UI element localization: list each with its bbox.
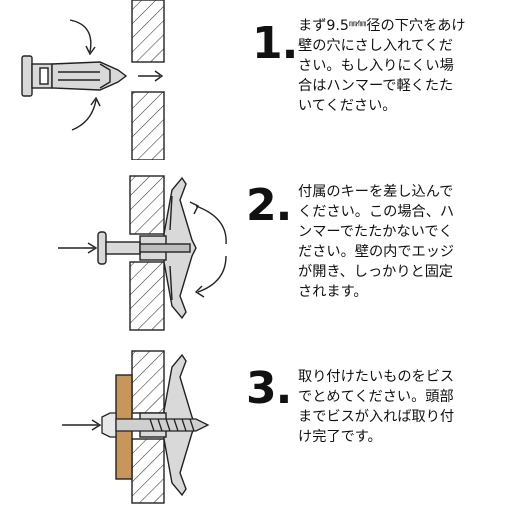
step-1-illustration xyxy=(21,0,165,160)
instruction-line: まず9.5 xyxy=(298,18,349,34)
instruction-line: ンマーでたたかないでく xyxy=(298,224,453,240)
wall-anchor xyxy=(21,55,128,97)
instruction-line: ださい。壁の内でエッジ xyxy=(298,244,455,260)
step-2-illustration xyxy=(58,175,227,331)
step-number: 1. xyxy=(252,18,298,69)
instruction-line: 付属のキーを差し込んで xyxy=(298,184,454,200)
instruction-line: 取り付けたいものをビス xyxy=(298,369,455,385)
step-instructions: 取り付けたいものをビス でとめてください。頭部 までビスが入れば取り付 け完了で… xyxy=(298,367,504,447)
step-3-illustration xyxy=(62,350,210,504)
direction-arrows xyxy=(62,419,102,431)
instruction-line: でとめてください。頭部 xyxy=(298,389,454,405)
wall-section xyxy=(129,175,165,331)
instruction-line: されます。 xyxy=(298,284,368,300)
instruction-line: さい。もし入りにくい場 xyxy=(298,58,454,74)
wall-section xyxy=(131,0,165,160)
step-2: 2. 付属のキーを差し込んで ください。この場合、ハ ンマーでたたかないでく だ… xyxy=(0,170,508,335)
instruction-line: 合はハンマーで軽くたた xyxy=(298,78,454,94)
wall-section xyxy=(131,350,165,504)
step-1: 1. まず9.5㎜⁄㎜径の下穴をあけ 壁の穴にさし入れてくだ さい。もし入りにく… xyxy=(0,0,508,160)
instruction-line: が開き、しっかりと固定 xyxy=(298,264,454,280)
millimeter-mark: ㎜⁄㎜ xyxy=(348,19,367,28)
step-instructions: まず9.5㎜⁄㎜径の下穴をあけ 壁の穴にさし入れてくだ さい。もし入りにくい場 … xyxy=(298,14,504,116)
insert-arrows xyxy=(69,19,164,131)
step-number: 3. xyxy=(246,363,292,414)
step-number: 2. xyxy=(246,180,292,231)
instruction-line: 径の下穴をあけ xyxy=(366,18,466,34)
step-instructions: 付属のキーを差し込んで ください。この場合、ハ ンマーでたたかないでく ださい。… xyxy=(298,182,504,302)
instruction-line: いてください。 xyxy=(298,98,397,114)
instruction-line: ください。この場合、ハ xyxy=(298,204,455,220)
instruction-line: け完了です。 xyxy=(298,429,382,445)
insertion-key xyxy=(97,231,191,265)
direction-arrows xyxy=(58,201,227,298)
instruction-line: 壁の穴にさし入れてくだ xyxy=(298,38,453,54)
screw xyxy=(101,412,210,438)
step-3: 3. 取り付けたいものをビス でとめてください。頭部 までビスが入れば取り付 け… xyxy=(0,345,508,508)
instruction-line: までビスが入れば取り付 xyxy=(298,409,455,425)
